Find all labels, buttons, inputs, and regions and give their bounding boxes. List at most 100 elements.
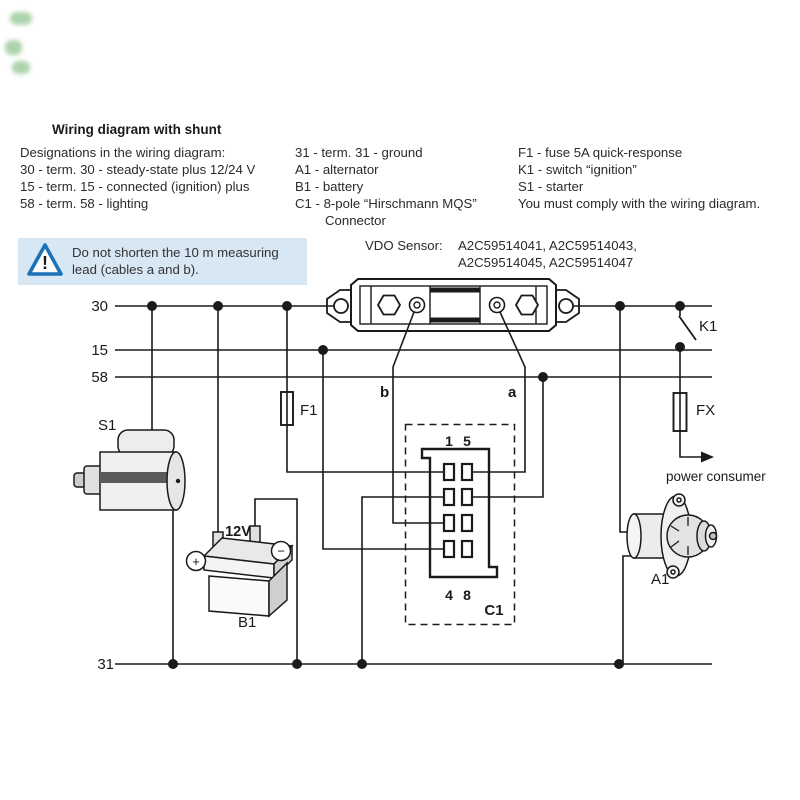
wires	[115, 305, 712, 665]
legend-line: C1 - 8-pole “Hirschmann MQS”	[295, 196, 477, 211]
legend-column-1: Designations in the wiring diagram: 30 -…	[20, 144, 255, 212]
diagram-labels: 30 15 58 31 F1 FX K1 S1 B1 A1 b a 12V 1 …	[91, 298, 766, 673]
legend-line: B1 - battery	[295, 179, 364, 194]
junction-dot	[675, 301, 685, 311]
warning-exclamation: !	[42, 253, 48, 273]
k1-switch-blade	[678, 315, 697, 341]
legend-line: 58 - term. 58 - lighting	[20, 196, 149, 211]
minus-sign: −	[277, 544, 285, 559]
scan-artifact	[12, 61, 30, 74]
junction-dot	[615, 301, 625, 311]
label-k1: K1	[699, 318, 717, 335]
junction-dot	[147, 301, 157, 311]
junction-dot	[357, 659, 367, 669]
junction-dot	[614, 659, 624, 669]
junction-dot	[675, 342, 685, 352]
junction-dot	[213, 301, 223, 311]
junction-dot	[282, 301, 292, 311]
legend-line: Designations in the wiring diagram:	[20, 145, 226, 160]
legend-line: 31 - term. 31 - ground	[295, 145, 423, 160]
warning-note: ! Do not shorten the 10 m measuring lead…	[18, 238, 307, 285]
legend-line: 15 - term. 15 - connected (ignition) plu…	[20, 179, 250, 194]
connector-c1	[404, 423, 516, 626]
scan-artifact	[5, 40, 22, 55]
wire-15-to-pin4	[322, 350, 444, 550]
label-pin-1: 1	[445, 433, 453, 449]
alternator-a1-illustration	[626, 493, 718, 579]
legend-column-3: F1 - fuse 5A quick-response K1 - switch …	[518, 144, 760, 212]
battery-case-front	[208, 575, 270, 617]
label-a1: A1	[651, 571, 669, 588]
warning-text: Do not shorten the 10 m measuring lead (…	[72, 245, 279, 277]
label-b1: B1	[238, 614, 256, 631]
label-fx: FX	[696, 402, 715, 419]
fuse-fx	[672, 392, 688, 432]
label-pin-4: 4	[445, 587, 453, 603]
battery-plus-symbol	[185, 550, 207, 572]
shunt-mount-hole	[333, 298, 349, 314]
shunt-body	[350, 278, 557, 332]
page-title: Wiring diagram with shunt	[52, 122, 222, 137]
legend-line: F1 - fuse 5A quick-response	[518, 145, 683, 160]
scan-artifact	[10, 12, 32, 25]
warning-triangle-outline	[27, 243, 63, 276]
legend-line: 30 - term. 30 - steady-state plus 12/24 …	[20, 162, 256, 177]
junction-dot	[318, 345, 328, 355]
wire-battery-minus-to-31	[254, 498, 298, 664]
shunt-bolt-hex	[514, 294, 540, 316]
label-power-consumer: power consumer	[666, 469, 766, 484]
legend-line: K1 - switch “ignition”	[518, 162, 637, 177]
junction-dot	[292, 659, 302, 669]
junction-dot	[168, 659, 178, 669]
pin-7	[460, 513, 474, 533]
pin-4	[442, 539, 456, 559]
wire-58-to-pin6	[472, 377, 544, 498]
wire-30-to-alternator	[619, 306, 641, 533]
bus-label-31: 31	[97, 656, 114, 673]
pin-5	[460, 462, 474, 482]
wire-a-sense-to-pin5	[472, 311, 526, 473]
alternator-pulley-nut	[708, 531, 718, 541]
label-wire-a: a	[508, 384, 517, 401]
label-f1: F1	[300, 402, 318, 419]
connector-dashed-outline	[404, 423, 516, 626]
pin-6	[460, 487, 474, 507]
shunt-element-bar	[430, 287, 480, 293]
battery-case-side	[268, 561, 288, 618]
starter-s1-illustration	[73, 429, 186, 511]
legend-column-2: 31 - term. 31 - ground A1 - alternator B…	[295, 144, 477, 229]
shunt	[326, 278, 580, 332]
pin-3	[442, 513, 456, 533]
bus-label-58: 58	[91, 369, 108, 386]
plus-sign: +	[192, 554, 200, 569]
wire-alternator-to-31	[622, 555, 641, 664]
battery-b1-illustration: + −	[185, 525, 294, 618]
pin-8	[460, 539, 474, 559]
wire-fx-to-consumer	[679, 431, 701, 458]
bus-label-30: 30	[91, 298, 108, 315]
pin-1	[442, 462, 456, 482]
junction-dots	[147, 301, 685, 669]
wire-pin2-to-31	[361, 496, 444, 664]
shunt-mount-hole	[558, 298, 574, 314]
warning-triangle-icon: !	[27, 243, 63, 276]
bus-label-15: 15	[91, 342, 108, 359]
label-pin-8: 8	[463, 587, 471, 603]
label-wire-b: b	[380, 384, 389, 401]
label-pin-5: 5	[463, 433, 471, 449]
wire-30-f1-to-pin1	[286, 306, 444, 473]
fuse-f1	[280, 391, 294, 426]
label-c1: C1	[484, 602, 503, 619]
shunt-element-bar	[430, 317, 480, 323]
label-s1: S1	[98, 417, 116, 434]
legend-line: S1 - starter	[518, 179, 584, 194]
legend-line: Connector	[325, 213, 386, 228]
power-consumer-arrowhead	[701, 451, 714, 463]
shunt-inner-frame	[359, 285, 548, 325]
label-battery-voltage: 12V	[225, 524, 251, 540]
connector-body	[420, 447, 499, 579]
junction-dot	[538, 372, 548, 382]
shunt-bolt-hex	[376, 294, 402, 316]
pin-2	[442, 487, 456, 507]
